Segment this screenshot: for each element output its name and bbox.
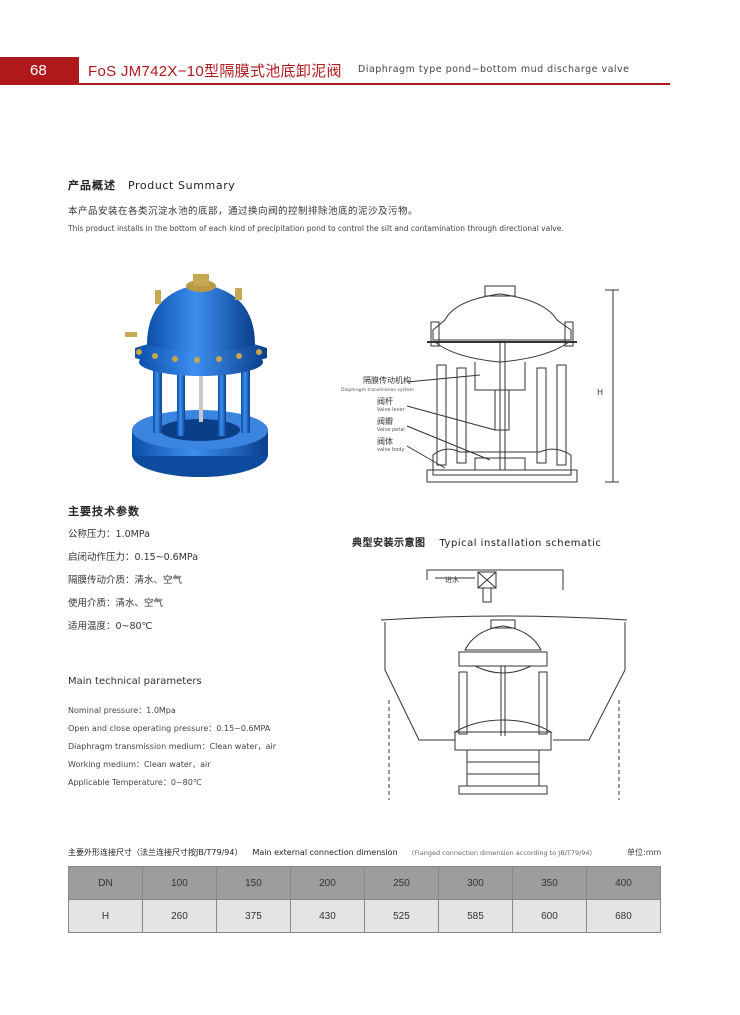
summary-text-cn: 本产品安装在各类沉淀水池的底部，通过换向阀的控制排除池底的泥沙及污物。 bbox=[68, 206, 419, 217]
label-lever-cn: 阀杆 bbox=[377, 396, 393, 406]
summary-text-en: This product installs in the bottom of e… bbox=[68, 224, 564, 233]
installation-heading: 典型安装示意图 Typical installation schematic bbox=[352, 534, 601, 549]
param-item: 公称压力：1.0MPa bbox=[68, 529, 150, 540]
installation-heading-cn: 典型安装示意图 bbox=[352, 538, 426, 549]
table-cell: 375 bbox=[215, 899, 291, 933]
param-item: Diaphragm transmission medium：Clean wate… bbox=[68, 742, 277, 751]
page-number: 68 bbox=[0, 57, 79, 85]
installation-heading-en: Typical installation schematic bbox=[439, 538, 602, 549]
param-item: 适用温度：0~80℃ bbox=[68, 621, 153, 632]
param-item: Open and close operating pressure：0.15~0… bbox=[68, 724, 271, 733]
dimension-table: DN 100 150 200 250 300 350 400 H 260 375… bbox=[68, 866, 662, 933]
table-cell: 680 bbox=[585, 899, 662, 933]
dimension-caption: 主要外形连接尺寸（法兰连接尺寸按JB/T79/94） Main external … bbox=[68, 847, 592, 858]
table-cell: 200 bbox=[289, 866, 365, 900]
label-petal-cn: 阀瓣 bbox=[377, 416, 393, 426]
table-cell: 585 bbox=[437, 899, 513, 933]
table-cell: 525 bbox=[363, 899, 439, 933]
label-body-cn: 阀体 bbox=[377, 436, 393, 446]
param-item: Applicable Temperature：0~80℃ bbox=[68, 778, 202, 787]
params-heading-en: Main technical parameters bbox=[68, 676, 202, 687]
inlet-label: 进水 bbox=[445, 575, 459, 584]
params-heading-cn: 主要技术参数 bbox=[68, 505, 140, 518]
page-title: FoS JM742X−10型隔膜式池底卸泥阀 bbox=[88, 63, 342, 80]
params-list-cn: 公称压力：1.0MPa 启闭动作压力：0.15~0.6MPa 隔膜传动介质：清水… bbox=[68, 528, 198, 643]
summary-heading: 产品概述 Product Summary bbox=[68, 177, 235, 193]
label-body-en: valve body bbox=[377, 447, 404, 453]
table-cell: 430 bbox=[289, 899, 365, 933]
table-cell: 150 bbox=[215, 866, 291, 900]
param-item: 启闭动作压力：0.15~0.6MPa bbox=[68, 552, 199, 563]
table-row: H 260 375 430 525 585 600 680 bbox=[68, 899, 662, 933]
table-row-header: DN bbox=[68, 866, 143, 900]
param-item: 使用介质：清水、空气 bbox=[68, 598, 164, 609]
table-cell: 600 bbox=[511, 899, 587, 933]
param-item: Working medium：Clean water，air bbox=[68, 760, 211, 769]
valve-section-drawing: H 隔膜传动机构 Diaphragm transmission system 阀… bbox=[341, 285, 619, 483]
table-cell: 100 bbox=[141, 866, 217, 900]
table-cell: 260 bbox=[141, 899, 217, 933]
label-diaphragm-en: Diaphragm transmission system bbox=[341, 387, 414, 393]
label-petal-en: Valve petal bbox=[377, 427, 405, 433]
height-label: H bbox=[597, 388, 603, 397]
param-item: Nominal pressure：1.0Mpa bbox=[68, 706, 176, 715]
table-row: DN 100 150 200 250 300 350 400 bbox=[68, 866, 662, 900]
params-list-en: Nominal pressure：1.0Mpa Open and close o… bbox=[68, 705, 276, 795]
param-item: 隔膜传动介质：清水、空气 bbox=[68, 575, 183, 586]
summary-heading-cn: 产品概述 bbox=[68, 179, 116, 192]
header-rule bbox=[79, 83, 670, 85]
page-subtitle: Diaphragm type pond−bottom mud discharge… bbox=[358, 64, 630, 75]
table-row-header: H bbox=[68, 899, 143, 933]
summary-heading-en: Product Summary bbox=[128, 179, 236, 192]
table-cell: 300 bbox=[437, 866, 513, 900]
table-cell: 400 bbox=[585, 866, 662, 900]
table-cell: 350 bbox=[511, 866, 587, 900]
table-cell: 250 bbox=[363, 866, 439, 900]
dimension-caption-note: (Flanged connection dimension according … bbox=[411, 849, 593, 857]
dimension-caption-cn: 主要外形连接尺寸（法兰连接尺寸按JB/T79/94） bbox=[68, 848, 243, 857]
installation-schematic: 进水 bbox=[380, 569, 628, 800]
label-diaphragm-cn: 隔膜传动机构 bbox=[363, 375, 411, 385]
dimension-caption-en: Main external connection dimension bbox=[252, 848, 398, 857]
label-lever-en: Valve lever bbox=[377, 407, 406, 413]
valve-product-image bbox=[125, 274, 268, 477]
dimension-unit: 单位:mm bbox=[627, 848, 662, 857]
